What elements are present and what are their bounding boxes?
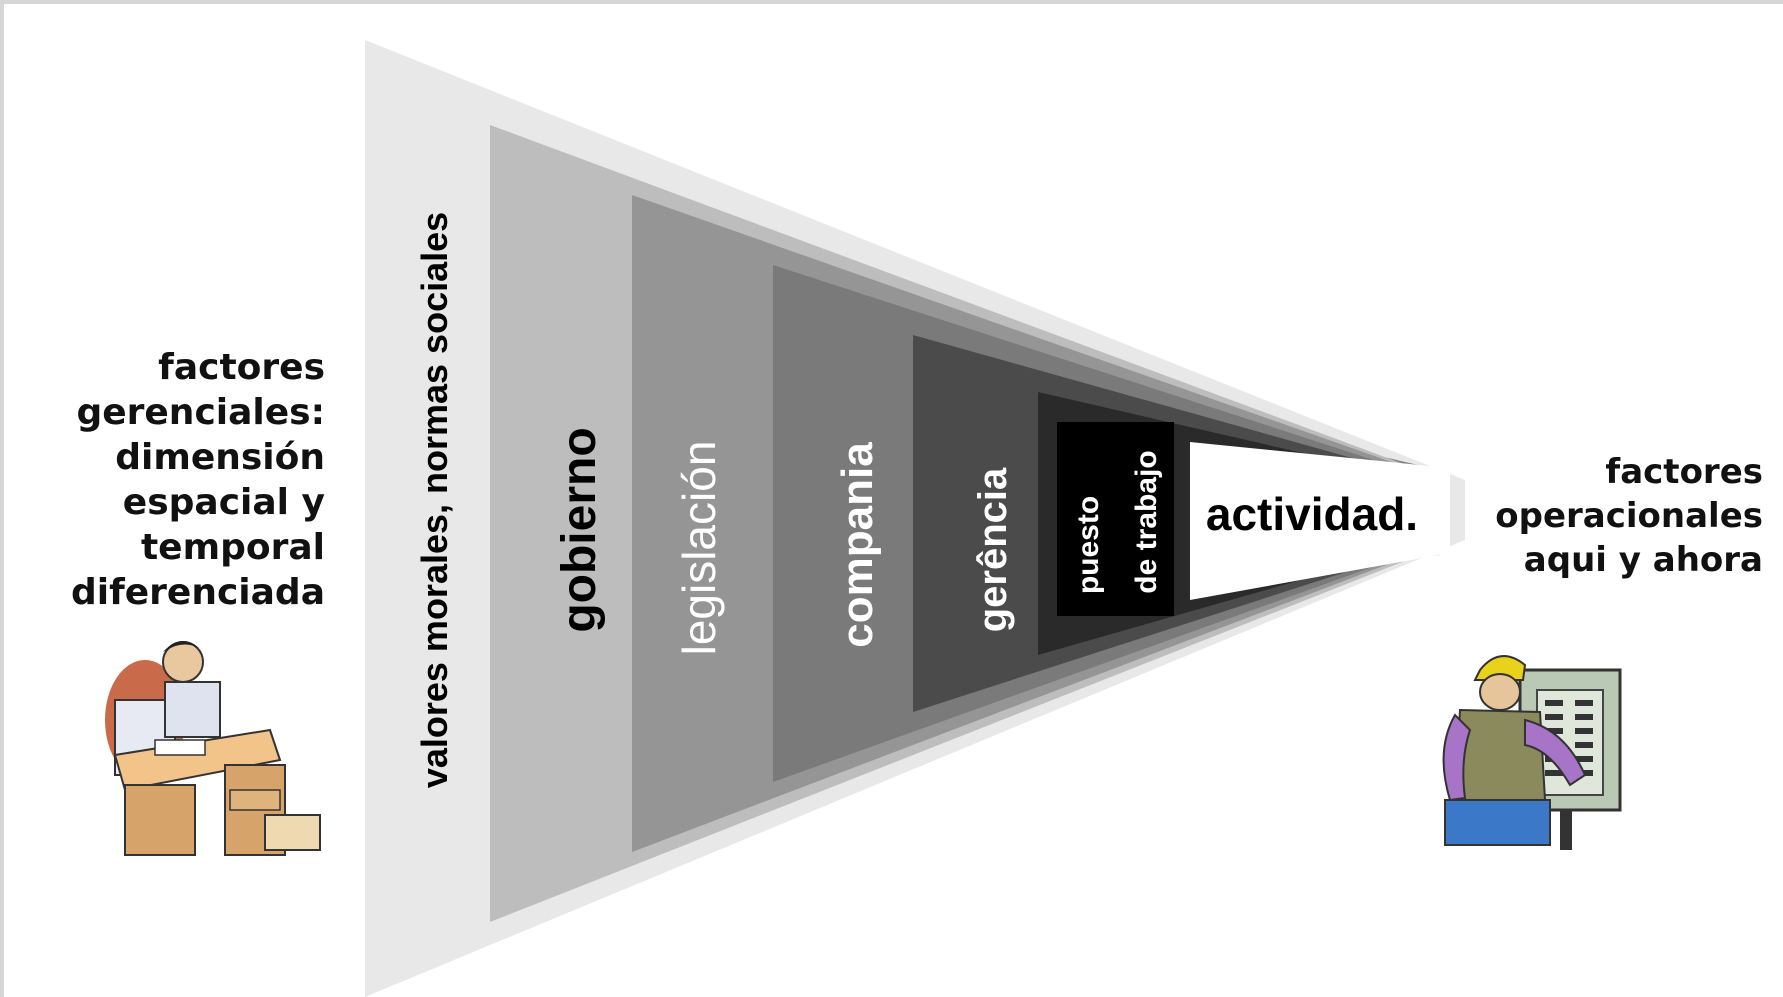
layer-label-gerencia: gerência xyxy=(971,467,1015,632)
puesto-box xyxy=(1057,422,1174,616)
left-caption-line-3: dimensión xyxy=(115,437,325,478)
left-caption-line-1: factores xyxy=(158,347,325,388)
left-caption-line-5: temporal xyxy=(140,527,325,568)
worker-at-panel-icon xyxy=(1442,655,1622,850)
left-caption-line-2: gerenciales: xyxy=(76,392,325,433)
layer-label-gobierno: gobierno xyxy=(553,427,606,632)
outer-label: valores morales, normas sociales xyxy=(414,212,455,788)
left-caption-line-6: diferenciada xyxy=(70,572,325,613)
layer-label-trabajo: de trabajo xyxy=(1130,450,1163,593)
right-caption-line-3: aqui y ahora xyxy=(1523,540,1763,580)
tip-label: actividad. xyxy=(1206,488,1418,540)
right-caption: factores operacionales aqui y ahora xyxy=(1463,450,1763,582)
tip-area xyxy=(1190,442,1450,600)
layer-label-puesto: puesto xyxy=(1072,496,1105,594)
right-caption-line-2: operacionales xyxy=(1495,496,1763,536)
manager-at-desk-icon xyxy=(105,641,321,856)
left-caption: factores gerenciales: dimensión espacial… xyxy=(5,345,325,615)
layer-label-compania: compania xyxy=(833,442,882,648)
left-caption-line-4: espacial y xyxy=(122,482,325,523)
layer-label-legislacion: legislación xyxy=(673,441,725,656)
right-caption-line-1: factores xyxy=(1605,452,1763,492)
